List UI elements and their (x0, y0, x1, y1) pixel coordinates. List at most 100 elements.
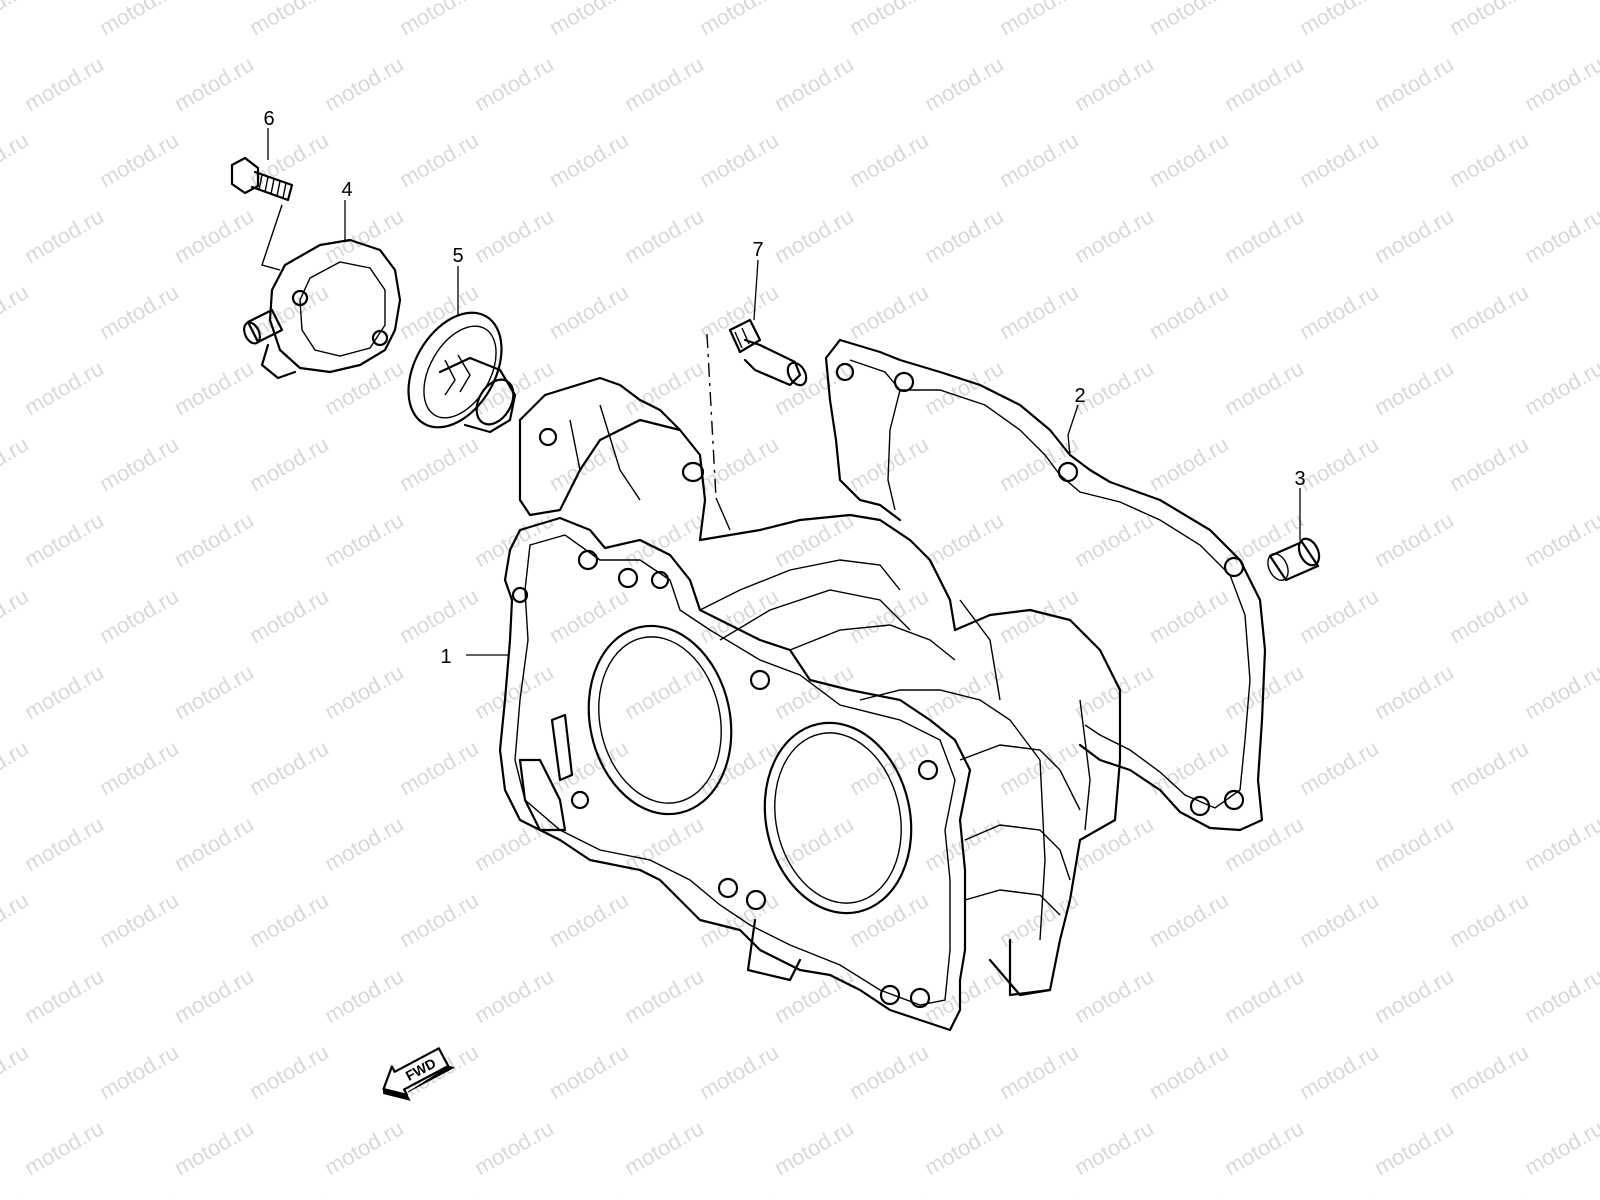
dowel-pin-part[interactable] (1264, 536, 1323, 584)
watermark-text: motod.ru (320, 963, 408, 1028)
watermark-text: motod.ru (1520, 355, 1600, 420)
watermark-text: motod.ru (20, 51, 108, 116)
watermark-text: motod.ru (620, 659, 708, 724)
union-fitting-part[interactable] (728, 318, 810, 388)
thermostat-part[interactable] (389, 296, 520, 443)
watermark-text: motod.ru (1295, 583, 1383, 648)
watermark-text: motod.ru (0, 735, 33, 800)
watermark-text: motod.ru (1295, 431, 1383, 496)
watermark-text: motod.ru (1070, 659, 1158, 724)
watermark-text: motod.ru (470, 811, 558, 876)
watermark-text: motod.ru (470, 203, 558, 268)
watermark-text: motod.ru (845, 887, 933, 952)
watermark-text: motod.ru (545, 0, 633, 40)
thermostat-cover-part[interactable] (241, 238, 402, 380)
watermark-text: motod.ru (1220, 203, 1308, 268)
watermark-text: motod.ru (320, 507, 408, 572)
watermark-text: motod.ru (95, 1039, 183, 1104)
watermark-text: motod.ru (170, 659, 258, 724)
watermark-text: motod.ru (1595, 127, 1600, 192)
watermark-text: motod.ru (770, 1115, 858, 1180)
watermark-text: motod.ru (1370, 507, 1458, 572)
watermark-text: motod.ru (1295, 0, 1383, 40)
watermark-text: motod.ru (1070, 507, 1158, 572)
watermark-text: motod.ru (245, 887, 333, 952)
watermark-text: motod.ru (920, 355, 1008, 420)
watermark-text: motod.ru (245, 735, 333, 800)
watermark-text: motod.ru (1595, 0, 1600, 40)
watermark-text: motod.ru (620, 355, 708, 420)
watermark-text: motod.ru (545, 279, 633, 344)
watermark-text: motod.ru (845, 127, 933, 192)
watermark-text: motod.ru (1595, 431, 1600, 496)
watermark-text: motod.ru (245, 431, 333, 496)
watermark-text: motod.ru (395, 0, 483, 40)
watermark-text: motod.ru (95, 887, 183, 952)
watermark-text: motod.ru (0, 0, 33, 40)
watermark-text: motod.ru (770, 811, 858, 876)
watermark-text: motod.ru (395, 735, 483, 800)
watermark-text: motod.ru (95, 431, 183, 496)
watermark-text: motod.ru (1445, 0, 1533, 40)
cylinder-gasket-part[interactable] (824, 338, 1267, 832)
watermark-text: motod.ru (1445, 735, 1533, 800)
watermark-text: motod.ru (0, 127, 33, 192)
watermark-text: motod.ru (620, 963, 708, 1028)
cylinder-block-part[interactable] (498, 376, 1122, 1032)
watermark-text: motod.ru (320, 659, 408, 724)
watermark-text: motod.ru (20, 507, 108, 572)
watermark-text: motod.ru (1445, 431, 1533, 496)
watermark-text: motod.ru (845, 1191, 933, 1200)
watermark-text: motod.ru (770, 507, 858, 572)
watermark-text: motod.ru (0, 583, 33, 648)
watermark-text: motod.ru (1370, 659, 1458, 724)
watermark-text: motod.ru (395, 887, 483, 952)
watermark-text: motod.ru (95, 735, 183, 800)
watermark-text: motod.ru (695, 0, 783, 40)
watermark-text: motod.ru (995, 279, 1083, 344)
watermark-text: motod.ru (1445, 583, 1533, 648)
watermark-text: motod.ru (20, 811, 108, 876)
watermark-text: motod.ru (1520, 51, 1600, 116)
watermark-text: motod.ru (1445, 887, 1533, 952)
watermark-text: motod.ru (0, 1191, 33, 1200)
watermark-text: motod.ru (245, 583, 333, 648)
watermark-text: motod.ru (470, 963, 558, 1028)
watermark-text: motod.ru (1295, 1191, 1383, 1200)
watermark-text: motod.ru (245, 1039, 333, 1104)
watermark-text: motod.ru (545, 583, 633, 648)
watermark-text: motod.ru (920, 1115, 1008, 1180)
watermark-text: motod.ru (320, 203, 408, 268)
watermark-text: motod.ru (1445, 1039, 1533, 1104)
watermark-text: motod.ru (995, 0, 1083, 40)
watermark-text: motod.ru (95, 127, 183, 192)
watermark-text: motod.ru (995, 127, 1083, 192)
leader-lines (261, 128, 1301, 656)
watermark-text: motod.ru (1370, 51, 1458, 116)
bolt-part[interactable] (230, 156, 294, 202)
watermark-text: motod.ru (1220, 811, 1308, 876)
watermark-text: motod.ru (695, 431, 783, 496)
watermark-text: motod.ru (170, 355, 258, 420)
watermark-text: motod.ru (1595, 1039, 1600, 1104)
watermark-text: motod.ru (20, 355, 108, 420)
watermark-text: motod.ru (0, 431, 33, 496)
callout-2: 2 (1074, 385, 1085, 407)
watermark-text: motod.ru (1370, 963, 1458, 1028)
watermark-text: motod.ru (920, 51, 1008, 116)
watermark-text: motod.ru (170, 811, 258, 876)
watermark-text: motod.ru (320, 1115, 408, 1180)
fwd-direction-arrow-icon: FWD (382, 1047, 455, 1101)
watermark-text: motod.ru (0, 887, 33, 952)
watermark-text: motod.ru (1370, 1115, 1458, 1180)
callout-5: 5 (452, 245, 463, 267)
watermark-text: motod.ru (1295, 887, 1383, 952)
watermark-text: motod.ru (545, 431, 633, 496)
watermark-text: motod.ru (1145, 0, 1233, 40)
watermark-text: motod.ru (1070, 203, 1158, 268)
watermark-text: motod.ru (395, 431, 483, 496)
watermark-text: motod.ru (395, 1191, 483, 1200)
watermark-text: motod.ru (470, 51, 558, 116)
watermark-text: motod.ru (695, 583, 783, 648)
watermark-text: motod.ru (1595, 735, 1600, 800)
